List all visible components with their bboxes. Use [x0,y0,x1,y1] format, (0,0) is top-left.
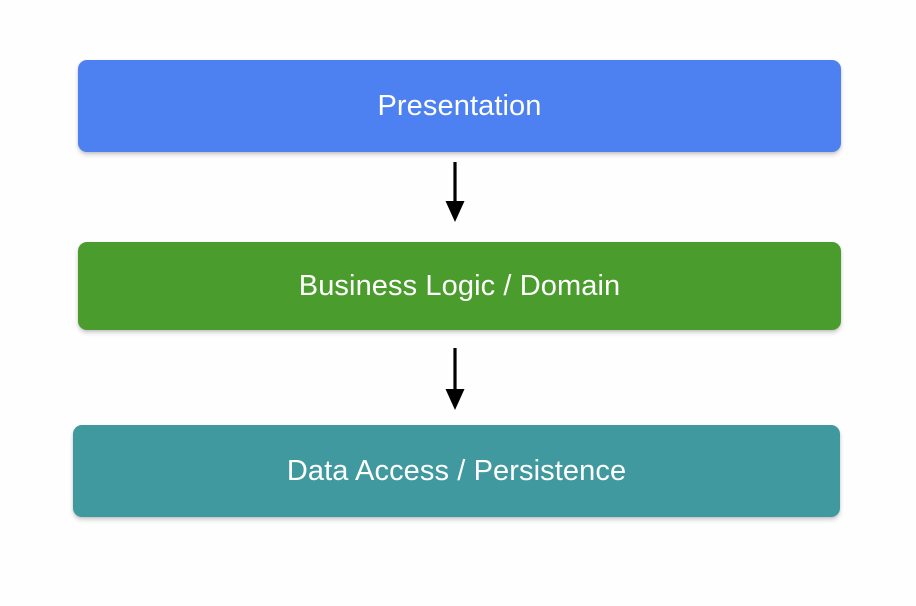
node-presentation-label: Presentation [377,89,542,122]
node-business-logic-domain[interactable]: Business Logic / Domain [78,242,841,330]
arrowhead-icon [445,389,465,410]
node-business-logic-domain-label: Business Logic / Domain [298,269,621,302]
arrowhead-icon [445,201,465,222]
arrow-business-logic-to-data-access [445,348,465,410]
node-presentation[interactable]: Presentation [78,60,841,152]
arrow-presentation-to-business-logic [445,162,465,222]
node-data-access-persistence[interactable]: Data Access / Persistence [73,425,840,517]
node-data-access-persistence-label: Data Access / Persistence [286,454,627,487]
